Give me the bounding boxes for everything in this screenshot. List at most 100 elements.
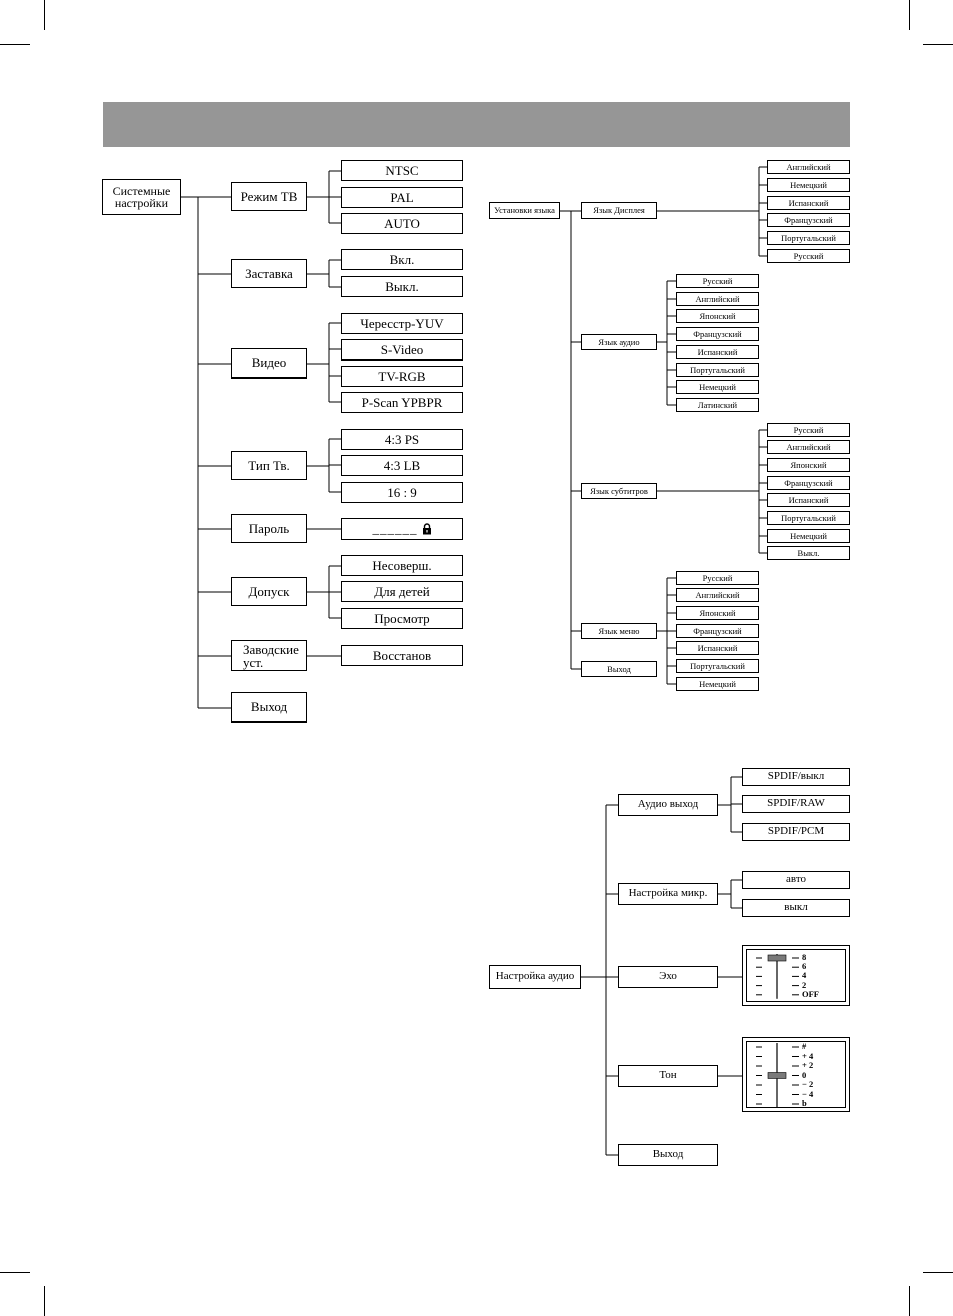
node-password[interactable]: Пароль [231, 514, 307, 543]
subtitle-lang-german[interactable]: Немецкий [767, 529, 850, 543]
menu-lang-japanese[interactable]: Японский [676, 606, 759, 620]
node-tv-type[interactable]: Тип Тв. [231, 451, 307, 480]
option-4-3-lb[interactable]: 4:3 LB [341, 455, 463, 476]
option-mic-off[interactable]: выкл [742, 899, 850, 917]
audio-lang-latin[interactable]: Латинский [676, 398, 759, 412]
option-16-9[interactable]: 16 : 9 [341, 482, 463, 503]
node-tv-mode[interactable]: Режим ТВ [231, 182, 307, 211]
display-lang-french[interactable]: Французский [767, 213, 850, 227]
display-lang-german[interactable]: Немецкий [767, 178, 850, 192]
slider-thumb [767, 1072, 787, 1079]
node-subtitle-language[interactable]: Язык субтитров [581, 483, 657, 499]
option-p-scan-ypbpr[interactable]: P-Scan YPBPR [341, 392, 463, 413]
audio-lang-french[interactable]: Французский [676, 327, 759, 341]
slider-scale-label: # [802, 1041, 807, 1051]
slider-scale-label: − 2 [802, 1079, 814, 1089]
option-auto[interactable]: AUTO [341, 213, 463, 234]
slider-scale-label: 0 [802, 1069, 807, 1080]
crop-mark [909, 0, 910, 30]
option-screensaver-on[interactable]: Вкл. [341, 249, 463, 270]
display-lang-portuguese[interactable]: Португальский [767, 231, 850, 245]
slider-thumb [767, 954, 787, 962]
menu-lang-spanish[interactable]: Испанский [676, 641, 759, 655]
node-display-language[interactable]: Язык Дисплея [581, 202, 657, 219]
node-language-exit[interactable]: Выход [581, 661, 657, 677]
slider-scale-label: b [802, 1098, 807, 1108]
subtitle-lang-english[interactable]: Английский [767, 440, 850, 454]
option-kids[interactable]: Для детей [341, 581, 463, 602]
node-video[interactable]: Видео [231, 348, 307, 379]
node-audio-exit[interactable]: Выход [618, 1144, 718, 1166]
audio-lang-english[interactable]: Английский [676, 292, 759, 306]
option-tv-rgb[interactable]: TV-RGB [341, 366, 463, 387]
crop-mark [923, 1272, 953, 1273]
subtitle-lang-japanese[interactable]: Японский [767, 458, 850, 472]
menu-lang-german[interactable]: Немецкий [676, 677, 759, 691]
echo-slider-frame [746, 949, 846, 1002]
option-adult[interactable]: Несоверш. [341, 555, 463, 576]
display-lang-russian[interactable]: Русский [767, 249, 850, 263]
audio-root-node[interactable]: Настройка аудио [489, 965, 581, 989]
password-field[interactable]: ______ [341, 518, 463, 540]
echo-scale-graphic [756, 954, 799, 999]
header-band [103, 102, 850, 147]
option-spdif-off[interactable]: SPDIF/выкл [742, 768, 850, 786]
option-4-3-ps[interactable]: 4:3 PS [341, 429, 463, 450]
crop-mark [0, 1272, 30, 1273]
option-spdif-pcm[interactable]: SPDIF/PCM [742, 823, 850, 841]
subtitle-lang-portuguese[interactable]: Португальский [767, 511, 850, 525]
slider-scale-label: − 4 [802, 1088, 814, 1099]
subtitle-lang-spanish[interactable]: Испанский [767, 493, 850, 507]
slider-scale-label: 6 [802, 961, 807, 972]
tone-slider-frame [746, 1041, 846, 1108]
node-factory-reset[interactable]: Заводские уст. [231, 640, 307, 671]
node-audio-language[interactable]: Язык аудио [581, 334, 657, 350]
option-ntsc[interactable]: NTSC [341, 160, 463, 181]
menu-lang-portuguese[interactable]: Португальский [676, 659, 759, 673]
crop-mark [44, 0, 45, 30]
option-mic-auto[interactable]: авто [742, 871, 850, 889]
subtitle-lang-french[interactable]: Французский [767, 476, 850, 490]
option-spdif-raw[interactable]: SPDIF/RAW [742, 795, 850, 813]
node-mic-settings[interactable]: Настройка микр. [618, 883, 718, 905]
slider-scale-label: 4 [802, 970, 807, 981]
audio-lang-german[interactable]: Немецкий [676, 380, 759, 394]
display-lang-english[interactable]: Английский [767, 160, 850, 174]
node-menu-language[interactable]: Язык меню [581, 623, 657, 639]
display-lang-spanish[interactable]: Испанский [767, 196, 850, 210]
slider-scale-label: + 2 [802, 1060, 814, 1070]
language-root-node[interactable]: Установки языка [489, 202, 560, 219]
node-rating[interactable]: Допуск [231, 577, 307, 606]
menu-lang-french[interactable]: Французский [676, 624, 759, 638]
node-tone[interactable]: Тон [618, 1065, 718, 1087]
option-interlace-yuv[interactable]: Чересстр-YUV [341, 313, 463, 334]
slider-scale-label: + 4 [802, 1050, 814, 1061]
node-audio-output[interactable]: Аудио выход [618, 794, 718, 816]
node-screensaver[interactable]: Заставка [231, 259, 307, 288]
subtitle-off[interactable]: Выкл. [767, 546, 850, 560]
crop-mark [923, 44, 953, 45]
slider-scale-label: 8 [802, 952, 807, 962]
menu-lang-english[interactable]: Английский [676, 588, 759, 602]
tone-scale-graphic [756, 1043, 799, 1108]
node-echo[interactable]: Эхо [618, 966, 718, 988]
option-screensaver-off[interactable]: Выкл. [341, 276, 463, 297]
audio-lang-russian[interactable]: Русский [676, 274, 759, 288]
audio-lang-spanish[interactable]: Испанский [676, 345, 759, 359]
option-restore[interactable]: Восстанов [341, 645, 463, 666]
crop-mark [909, 1286, 910, 1316]
menu-lang-russian[interactable]: Русский [676, 571, 759, 585]
subtitle-lang-russian[interactable]: Русский [767, 423, 850, 437]
slider-scale-label: 2 [802, 979, 807, 990]
option-s-video[interactable]: S-Video [341, 339, 463, 361]
system-root-node[interactable]: Системные настройки [102, 179, 181, 215]
option-view[interactable]: Просмотр [341, 608, 463, 629]
audio-lang-japanese[interactable]: Японский [676, 309, 759, 323]
audio-lang-portuguese[interactable]: Португальский [676, 363, 759, 377]
option-pal[interactable]: PAL [341, 187, 463, 208]
node-system-exit[interactable]: Выход [231, 692, 307, 723]
